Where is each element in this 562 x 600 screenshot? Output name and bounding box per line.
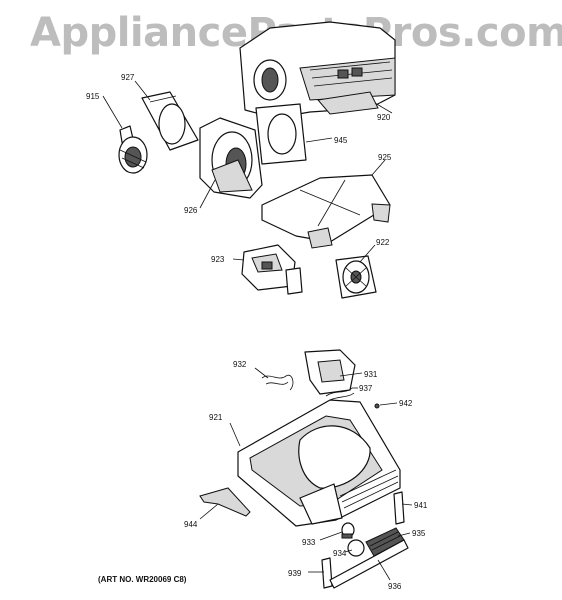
part-937-harness[interactable] (325, 387, 355, 401)
part-932-wire[interactable] (261, 374, 294, 391)
callout-921: 921 (209, 413, 223, 422)
part-945-cover[interactable] (255, 103, 307, 165)
part-941-block[interactable] (393, 491, 405, 525)
callout-944: 944 (184, 520, 198, 529)
callout-935: 935 (412, 529, 426, 538)
part-920-housing[interactable] (239, 21, 396, 119)
callout-934: 934 (333, 549, 347, 558)
part-923-damper[interactable] (241, 244, 303, 295)
callout-939: 939 (288, 569, 302, 578)
callout-923: 923 (211, 255, 225, 264)
callout-942: 942 (399, 399, 413, 408)
part-942-screw[interactable] (374, 403, 380, 409)
part-925-bracket[interactable] (261, 174, 391, 249)
part-936-trim[interactable] (329, 539, 409, 589)
part-944-gasket[interactable] (199, 487, 251, 517)
callout-922: 922 (376, 238, 390, 247)
part-927-shroud[interactable] (141, 91, 199, 151)
part-915-fan-motor[interactable] (118, 125, 148, 174)
callout-927: 927 (121, 73, 135, 82)
callout-941: 941 (414, 501, 428, 510)
leader-lines (102, 80, 413, 581)
callout-920: 920 (377, 113, 391, 122)
part-931-bracket[interactable] (304, 349, 356, 395)
part-926-fan-shroud[interactable] (199, 117, 263, 199)
callout-936: 936 (388, 582, 402, 591)
part-921-bin-housing[interactable] (237, 399, 401, 527)
callout-915: 915 (86, 92, 100, 101)
part-922-fan[interactable] (335, 255, 377, 299)
part-934-bulb[interactable] (347, 539, 365, 557)
callout-932: 932 (233, 360, 247, 369)
callout-926: 926 (184, 206, 198, 215)
art-number: (ART NO. WR20069 C8) (98, 575, 187, 584)
callout-931: 931 (364, 370, 378, 379)
callout-933: 933 (302, 538, 316, 547)
callout-925: 925 (378, 153, 392, 162)
part-933-motor[interactable] (341, 522, 355, 539)
callout-945: 945 (334, 136, 348, 145)
part-939-bar[interactable] (321, 557, 333, 589)
callout-937: 937 (359, 384, 373, 393)
